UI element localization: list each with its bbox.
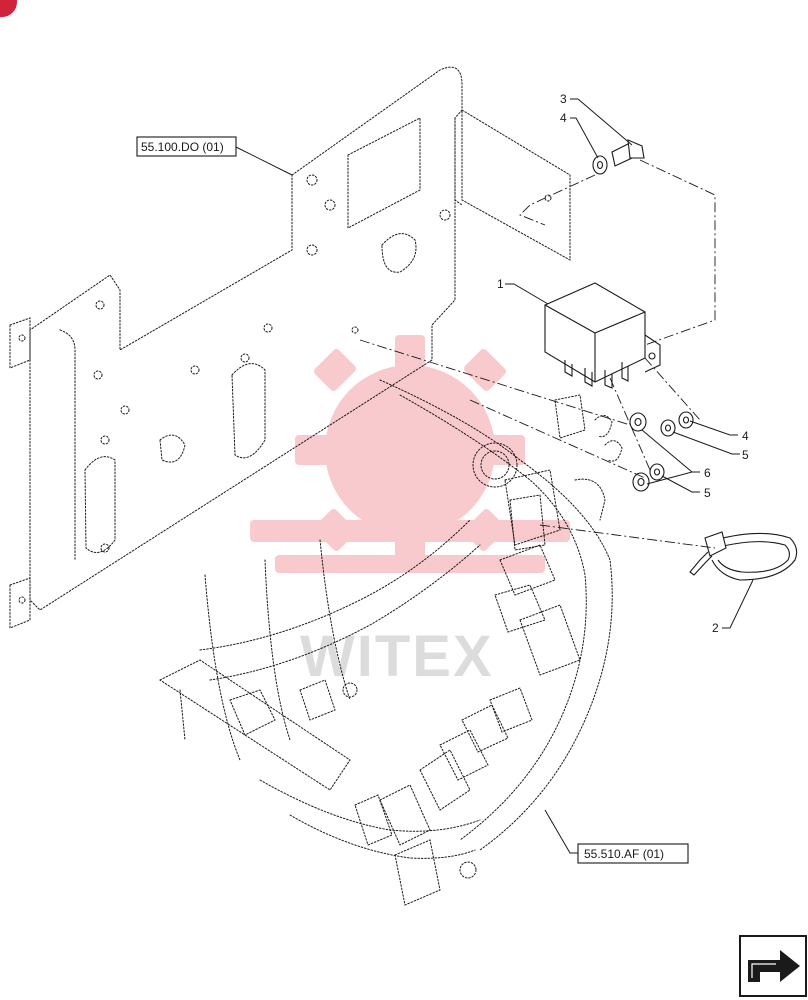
corner-badge-icon xyxy=(0,0,17,17)
part-5-washer-upper xyxy=(660,419,676,437)
callout-4-top: 4 xyxy=(560,111,567,125)
part-3-screw xyxy=(611,139,645,167)
part-6-nut-lower xyxy=(632,472,650,492)
leader-lines xyxy=(235,98,754,854)
callout-6: 6 xyxy=(704,466,711,480)
callout-5-upper: 5 xyxy=(742,448,749,462)
reference-box-top[interactable]: 55.100.DO (01) xyxy=(136,136,237,157)
part-1-relay xyxy=(544,282,661,389)
relay-bracket xyxy=(454,109,571,261)
next-page-arrow-icon[interactable] xyxy=(739,935,807,997)
watermark-text: WITEX xyxy=(300,624,494,689)
part-4-washer-right xyxy=(678,411,694,429)
callout-5-lower: 5 xyxy=(704,486,711,500)
part-2-cable-tie xyxy=(689,531,798,581)
callout-1: 1 xyxy=(497,277,504,291)
assembly-lines xyxy=(359,159,716,549)
reference-label-top[interactable]: 55.100.DO (01) xyxy=(141,140,224,154)
part-6-nut-upper xyxy=(629,412,647,432)
reference-label-bottom[interactable]: 55.510.AF (01) xyxy=(584,847,664,861)
reference-box-bottom[interactable]: 55.510.AF (01) xyxy=(577,843,689,864)
callout-2: 2 xyxy=(712,621,719,635)
part-4-washer-top xyxy=(592,155,608,175)
wiring-harness xyxy=(158,379,623,906)
watermark: WITEX xyxy=(250,335,570,689)
part-5-washer-lower xyxy=(649,463,665,481)
callout-3: 3 xyxy=(560,92,567,106)
watermark-gear-icon xyxy=(250,335,570,573)
callout-4-right: 4 xyxy=(742,429,749,443)
